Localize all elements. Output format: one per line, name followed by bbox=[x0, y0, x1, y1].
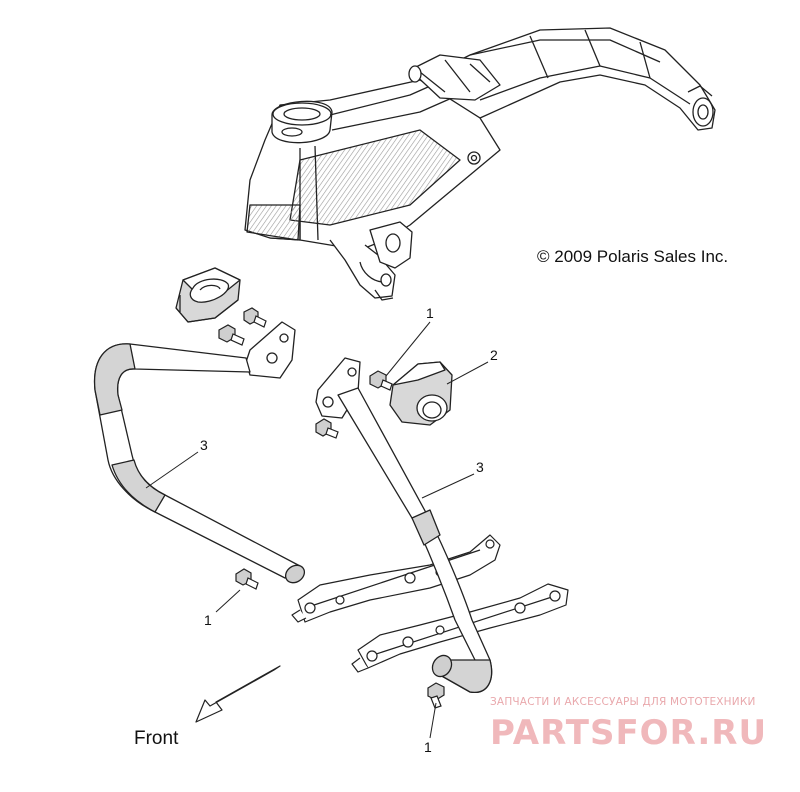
watermark-tagline: ЗАПЧАСТИ И АКСЕССУАРЫ ДЛЯ МОТОТЕХНИКИ bbox=[490, 696, 756, 708]
bolt-right-mid bbox=[315, 418, 339, 439]
callout-2: 2 bbox=[490, 347, 498, 363]
callout-1-top: 1 bbox=[426, 305, 434, 321]
bolt-left-upper-1 bbox=[243, 307, 267, 328]
bolt-left-upper-2 bbox=[218, 324, 245, 346]
watermark-brand: PARTSFOR.RU bbox=[490, 713, 767, 753]
bumper-bar-left bbox=[93, 321, 306, 584]
bumper-block-right bbox=[389, 361, 453, 426]
bolt-right-upper bbox=[369, 370, 393, 391]
callout-3-right: 3 bbox=[476, 459, 484, 475]
copyright-text: © 2009 Polaris Sales Inc. bbox=[537, 247, 728, 266]
bumper-block-left bbox=[175, 267, 241, 323]
bumper-bar-right bbox=[315, 357, 493, 693]
leader-lines bbox=[145, 321, 489, 739]
callout-3-left: 3 bbox=[200, 437, 208, 453]
front-label: Front bbox=[134, 728, 179, 749]
callout-1-right-bottom: 1 bbox=[424, 739, 432, 755]
bolt-right-lower bbox=[427, 682, 445, 709]
vehicle-frame bbox=[244, 27, 716, 301]
front-direction-arrow bbox=[195, 665, 281, 723]
bolt-left-lower bbox=[235, 568, 259, 590]
callout-1-left-bottom: 1 bbox=[204, 612, 212, 628]
